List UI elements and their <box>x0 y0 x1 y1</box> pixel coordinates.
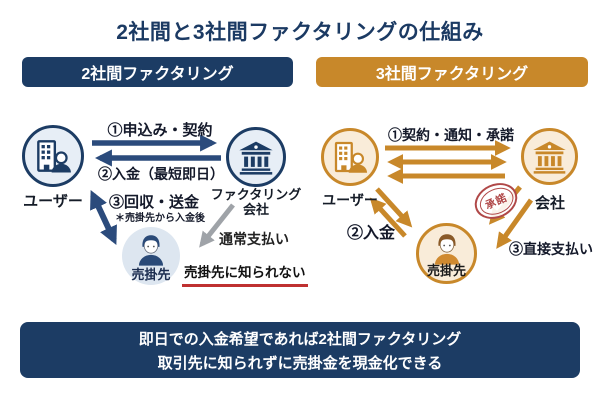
consent-stamp: 承諾 <box>468 176 524 226</box>
person-icon <box>434 234 459 265</box>
left-client-node: 売掛先 <box>122 227 180 285</box>
left-company-label-line1: ファクタリング <box>210 187 302 202</box>
consent-stamp-text: 承諾 <box>483 191 510 212</box>
left-company-label: ファクタリング 会社 <box>203 187 309 218</box>
left-company-label-line2: 会社 <box>242 201 269 217</box>
building-user-icon <box>37 140 71 173</box>
right-step1-label: ①契約・通知・承諾 <box>388 127 514 143</box>
bank-icon <box>239 141 273 175</box>
page-title: 2社間と3社間ファクタリングの仕組み <box>116 21 484 44</box>
bank-icon <box>533 141 566 174</box>
right-step2-label: ②入金 <box>346 225 395 242</box>
summary-line1: 即日での入金希望であれば2社間ファクタリング <box>138 330 462 348</box>
right-company-label: 会社 <box>534 195 565 212</box>
left-step1-label: ①申込み・契約 <box>107 122 213 139</box>
summary-banner: 即日での入金希望であれば2社間ファクタリング 取引先に知られずに売掛金を現金化で… <box>20 322 580 378</box>
left-company-node <box>226 127 286 187</box>
building-user-icon <box>334 141 368 173</box>
right-step3-label: ③直接支払い <box>509 241 593 257</box>
left-step3-note: ＊売掛先から入金後 <box>115 213 205 224</box>
right-client-node: 売掛先 <box>416 223 477 284</box>
left-client-label: 売掛先 <box>131 267 171 282</box>
right-user-node <box>321 128 379 186</box>
summary-line2: 取引先に知られずに売掛金を現金化できる <box>157 354 443 372</box>
left-step3-label: ③回収・送金 <box>108 194 199 211</box>
left-highlight-text: 売掛先に知られない <box>182 261 308 287</box>
badge-three-party: 3社間ファクタリング <box>316 57 588 87</box>
left-user-label: ユーザー <box>23 193 83 210</box>
badge-two-party: 2社間ファクタリング <box>22 57 293 87</box>
left-step2-label: ②入金（最短即日） <box>98 166 224 182</box>
right-user-label: ユーザー <box>322 192 378 208</box>
right-client-label: 売掛先 <box>426 263 466 278</box>
person-icon <box>138 235 164 266</box>
left-normal-payment-label: 通常支払い <box>219 231 289 247</box>
right-company-node <box>521 128 578 185</box>
left-user-node <box>22 125 84 187</box>
